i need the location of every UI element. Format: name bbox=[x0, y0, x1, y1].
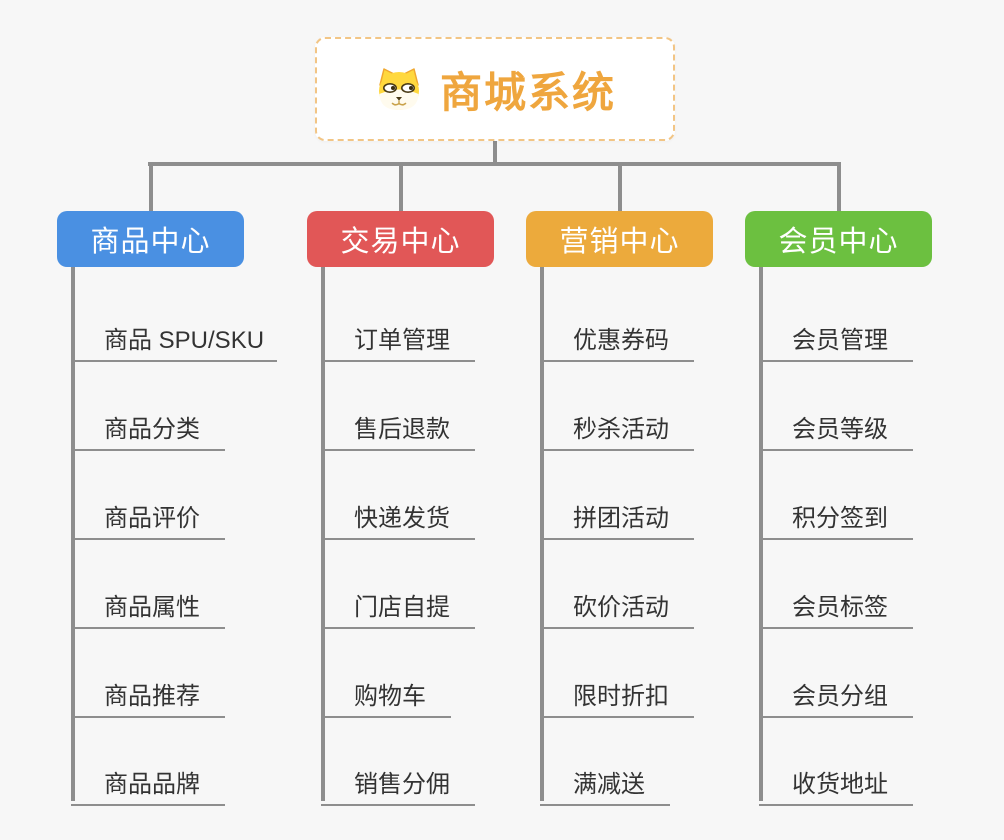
leaf-label: 商品分类 bbox=[104, 416, 200, 443]
branch-rail-line bbox=[148, 162, 839, 166]
leaf-label: 门店自提 bbox=[354, 594, 450, 621]
leaf-label: 售后退款 bbox=[354, 416, 450, 443]
leaf-label: 商品推荐 bbox=[104, 683, 200, 710]
leaf-label: 砍价活动 bbox=[573, 594, 669, 621]
branch-spine-line bbox=[321, 267, 325, 801]
leaf-label: 满减送 bbox=[573, 771, 645, 798]
leaf-node[interactable]: 快递发货 bbox=[321, 487, 475, 540]
leaf-label: 快递发货 bbox=[354, 505, 450, 532]
leaf-node[interactable]: 积分签到 bbox=[759, 487, 913, 540]
root-node[interactable]: 商城系统 bbox=[315, 37, 675, 141]
leaf-node[interactable]: 收货地址 bbox=[759, 753, 913, 806]
branch-label: 商品中心 bbox=[90, 226, 211, 258]
branch-spine-line bbox=[540, 267, 544, 801]
leaf-label: 购物车 bbox=[354, 683, 426, 710]
branch-spine-line bbox=[759, 267, 763, 801]
branch-node-2[interactable]: 营销中心 bbox=[526, 211, 713, 267]
leaf-node[interactable]: 会员分组 bbox=[759, 665, 913, 718]
leaf-label: 会员标签 bbox=[792, 594, 888, 621]
branch-node-3[interactable]: 会员中心 bbox=[745, 211, 932, 267]
branch-label: 营销中心 bbox=[559, 226, 680, 258]
leaf-label: 商品品牌 bbox=[104, 771, 200, 798]
leaf-node[interactable]: 会员管理 bbox=[759, 309, 913, 362]
leaf-node[interactable]: 商品属性 bbox=[71, 576, 225, 629]
root-title: 商城系统 bbox=[439, 68, 616, 116]
leaf-label: 限时折扣 bbox=[573, 683, 669, 710]
branch-label: 交易中心 bbox=[340, 226, 461, 258]
leaf-label: 会员等级 bbox=[792, 416, 888, 443]
leaf-label: 拼团活动 bbox=[573, 505, 669, 532]
leaf-node[interactable]: 砍价活动 bbox=[540, 576, 694, 629]
leaf-label: 商品属性 bbox=[104, 594, 200, 621]
leaf-node[interactable]: 满减送 bbox=[540, 753, 670, 806]
leaf-label: 销售分佣 bbox=[354, 771, 450, 798]
leaf-node[interactable]: 会员标签 bbox=[759, 576, 913, 629]
leaf-node[interactable]: 优惠券码 bbox=[540, 309, 694, 362]
branch-drop-line bbox=[836, 162, 841, 213]
leaf-node[interactable]: 售后退款 bbox=[321, 398, 475, 451]
leaf-node[interactable]: 门店自提 bbox=[321, 576, 475, 629]
branch-label: 会员中心 bbox=[778, 226, 899, 258]
branch-drop-line bbox=[148, 162, 153, 213]
leaf-node[interactable]: 秒杀活动 bbox=[540, 398, 694, 451]
leaf-label: 收货地址 bbox=[792, 771, 888, 798]
branch-drop-line bbox=[617, 162, 622, 213]
root-connector-line bbox=[493, 140, 497, 164]
leaf-node[interactable]: 商品 SPU/SKU bbox=[71, 309, 277, 362]
leaf-node[interactable]: 商品分类 bbox=[71, 398, 225, 451]
leaf-node[interactable]: 商品品牌 bbox=[71, 753, 225, 806]
leaf-node[interactable]: 订单管理 bbox=[321, 309, 475, 362]
leaf-label: 会员管理 bbox=[792, 327, 888, 354]
branch-node-0[interactable]: 商品中心 bbox=[57, 211, 244, 267]
leaf-label: 会员分组 bbox=[792, 683, 888, 710]
leaf-label: 商品 SPU/SKU bbox=[104, 327, 265, 354]
branch-node-1[interactable]: 交易中心 bbox=[307, 211, 494, 267]
leaf-label: 优惠券码 bbox=[573, 327, 669, 354]
branch-drop-line bbox=[398, 162, 403, 213]
dog-face-icon bbox=[374, 66, 424, 112]
leaf-label: 积分签到 bbox=[792, 505, 888, 532]
leaf-label: 订单管理 bbox=[354, 327, 450, 354]
leaf-node[interactable]: 限时折扣 bbox=[540, 665, 694, 718]
leaf-node[interactable]: 购物车 bbox=[321, 665, 451, 718]
leaf-node[interactable]: 会员等级 bbox=[759, 398, 913, 451]
leaf-node[interactable]: 商品评价 bbox=[71, 487, 225, 540]
leaf-label: 秒杀活动 bbox=[573, 416, 669, 443]
leaf-node[interactable]: 商品推荐 bbox=[71, 665, 225, 718]
leaf-label: 商品评价 bbox=[104, 505, 200, 532]
leaf-node[interactable]: 销售分佣 bbox=[321, 753, 475, 806]
leaf-node[interactable]: 拼团活动 bbox=[540, 487, 694, 540]
branch-spine-line bbox=[71, 267, 75, 801]
